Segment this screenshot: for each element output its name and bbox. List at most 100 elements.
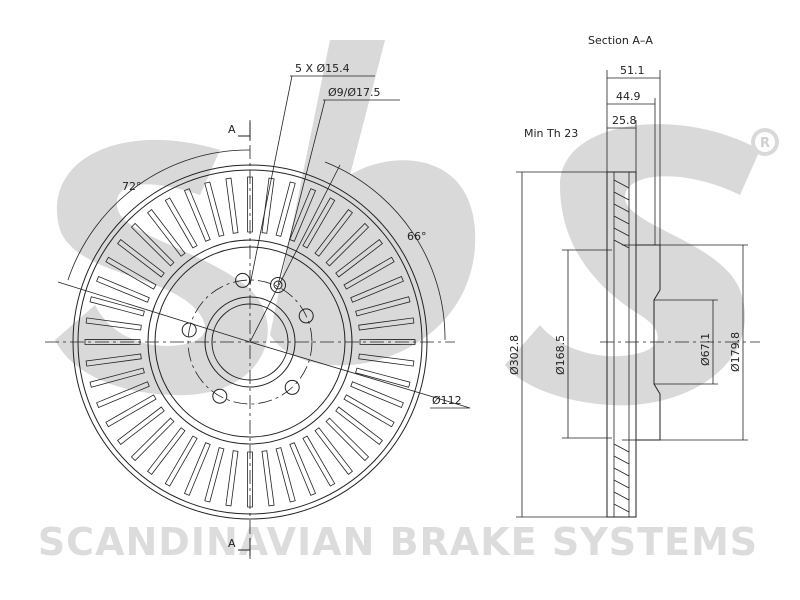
center-bore-outer: [204, 296, 296, 388]
section-vent-rib: [613, 239, 630, 249]
vent-slot: [105, 394, 157, 428]
hat-outer: [154, 246, 346, 438]
vent-slot: [183, 442, 211, 496]
angle-right-label: 66°: [407, 230, 427, 243]
section-vent-rib: [613, 203, 630, 213]
pilot-hole-inner: [273, 280, 283, 290]
pilot-hole-outer: [270, 277, 286, 293]
vent-slot: [147, 427, 186, 475]
vent-slots: [84, 176, 416, 508]
vent-slot: [343, 256, 395, 290]
dia-center: Ø67.1: [699, 333, 712, 366]
vent-slot: [247, 176, 253, 233]
vent-slot: [183, 188, 211, 242]
vent-slot: [117, 406, 165, 445]
vent-slot: [96, 381, 150, 409]
angle-arc-right: [324, 161, 446, 341]
vent-slot: [289, 188, 317, 242]
vent-slot: [89, 367, 145, 388]
friction-ring-section: [606, 171, 637, 518]
vent-slot: [335, 406, 383, 445]
width-total: 51.1: [620, 64, 645, 77]
vent-slot: [302, 197, 336, 249]
watermark-brand-text: SCANDINAVIAN BRAKE SYSTEMS: [38, 520, 758, 564]
vent-slot: [85, 317, 142, 331]
angle-arc-left: [67, 149, 251, 281]
vent-slot: [358, 317, 415, 331]
disc-outer-chamfer: [77, 169, 423, 515]
section-vent-rib: [613, 227, 630, 237]
bolt-hole-leader: [249, 75, 293, 286]
pilot-holes-label: Ø9/Ø17.5: [328, 86, 381, 99]
width-min: 25.8: [612, 114, 637, 127]
vent-slot: [359, 339, 416, 345]
vent-slot: [355, 296, 411, 317]
watermark-s-right: [505, 124, 760, 406]
vent-slot: [275, 447, 296, 503]
min-thickness-label: Min Th 23: [524, 127, 578, 140]
section-marker-top: A: [228, 123, 236, 136]
vent-slot: [130, 417, 175, 462]
vent-slot: [117, 239, 165, 278]
section-view: Section A–A 51.1 44.9 25.8 Min Th 23 Ø30…: [508, 34, 760, 518]
center-bore: [211, 303, 289, 381]
front-view: 5 X Ø15.4 Ø9/Ø17.5 72° 66° Ø112 A A: [45, 62, 471, 560]
bolt-hole: [284, 379, 300, 395]
section-vent-rib: [613, 503, 630, 513]
vent-slot: [96, 275, 150, 303]
registered-circle-inner: [755, 132, 775, 152]
section-vent-rib: [613, 179, 630, 189]
vent-slot: [85, 353, 142, 367]
section-title: Section A–A: [588, 34, 653, 47]
dia-outer: Ø302.8: [508, 335, 521, 375]
section-vent-rib: [613, 443, 630, 453]
vent-slot: [314, 209, 353, 257]
vent-slot: [147, 209, 186, 257]
disc-outer-edge: [72, 164, 428, 520]
section-vent-rib: [613, 479, 630, 489]
section-vent-ribs: [613, 179, 630, 513]
section-vent-rib: [613, 215, 630, 225]
vent-slot: [89, 296, 145, 317]
vent-slot: [84, 339, 141, 345]
dia-inner: Ø168.5: [554, 335, 567, 375]
watermark-s-left: [55, 139, 268, 396]
vent-slot: [343, 394, 395, 428]
vent-slot: [204, 181, 225, 237]
vent-slot: [130, 222, 175, 267]
section-vent-rib: [613, 191, 630, 201]
vent-slot: [358, 353, 415, 367]
vent-slot: [335, 239, 383, 278]
bolt-holes: [181, 272, 314, 404]
watermark-logo: R SCANDINAVIAN BRAKE SYSTEMS: [38, 40, 779, 564]
vent-slot: [261, 177, 275, 234]
registered-mark: R: [760, 136, 770, 151]
section-vent-rib: [613, 467, 630, 477]
pcd-circle: [187, 279, 313, 405]
section-marker-bottom: A: [228, 537, 236, 550]
vent-slot: [350, 381, 404, 409]
bolt-holes-label: 5 X Ø15.4: [295, 62, 350, 75]
bolt-hole: [235, 272, 251, 288]
vent-slot: [225, 177, 239, 234]
vent-slot: [247, 451, 253, 508]
angle-ray-left: [57, 281, 251, 343]
vent-slot: [355, 367, 411, 388]
vent-slot: [261, 450, 275, 507]
pcd-leader: [249, 341, 471, 409]
vent-slot: [325, 222, 370, 267]
bolt-hole: [298, 308, 314, 324]
pcd-label: Ø112: [432, 394, 462, 407]
dia-hub: Ø179.8: [729, 332, 742, 372]
vent-slot: [105, 256, 157, 290]
section-vent-rib: [613, 455, 630, 465]
vent-slot: [204, 447, 225, 503]
vent-slot: [164, 435, 198, 487]
angle-ray-right: [249, 164, 341, 343]
vent-slot: [225, 450, 239, 507]
vent-slot: [350, 275, 404, 303]
section-vent-rib: [613, 491, 630, 501]
vent-slot: [302, 435, 336, 487]
angle-left-label: 72°: [122, 180, 142, 193]
vent-slot: [325, 417, 370, 462]
